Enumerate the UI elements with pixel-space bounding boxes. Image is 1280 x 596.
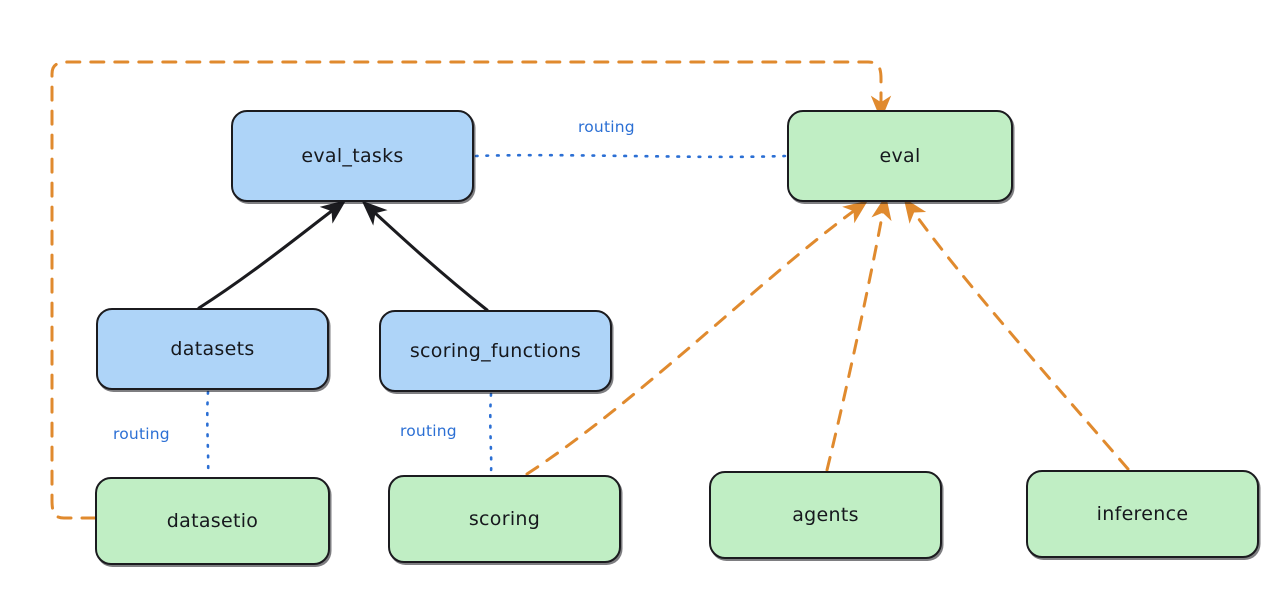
node-datasetio[interactable]: datasetio bbox=[95, 477, 330, 565]
edge-label-routing-datasets-datasetio: routing bbox=[113, 425, 170, 443]
node-label-datasets: datasets bbox=[170, 337, 255, 360]
node-label-inference: inference bbox=[1096, 502, 1189, 525]
node-agents[interactable]: agents bbox=[709, 471, 942, 559]
edge-label-routing-scoring-functions-scoring: routing bbox=[400, 422, 457, 440]
edge-datasets-to-eval-tasks bbox=[197, 199, 347, 310]
edge-label-routing-eval-tasks-eval: routing bbox=[578, 118, 635, 136]
node-label-eval: eval bbox=[879, 144, 921, 167]
edge-inference-to-eval bbox=[903, 197, 1130, 471]
node-label-eval-tasks: eval_tasks bbox=[301, 144, 404, 167]
node-datasets[interactable]: datasets bbox=[96, 308, 329, 390]
edge-agents-to-eval bbox=[825, 195, 892, 472]
edge-scoring-functions-to-scoring bbox=[489, 392, 493, 475]
edge-scoring-functions-to-eval-tasks bbox=[361, 200, 489, 312]
node-eval-tasks[interactable]: eval_tasks bbox=[231, 110, 474, 202]
node-scoring-functions[interactable]: scoring_functions bbox=[379, 310, 612, 392]
node-label-agents: agents bbox=[792, 503, 859, 526]
node-eval[interactable]: eval bbox=[787, 110, 1013, 202]
edge-eval-tasks-to-eval bbox=[474, 153, 787, 159]
node-inference[interactable]: inference bbox=[1026, 470, 1259, 558]
edge-datasets-to-datasetio bbox=[206, 390, 210, 477]
node-label-scoring: scoring bbox=[468, 507, 541, 530]
node-label-datasetio: datasetio bbox=[166, 509, 259, 532]
node-label-scoring-functions: scoring_functions bbox=[409, 339, 582, 362]
node-scoring[interactable]: scoring bbox=[388, 475, 621, 563]
